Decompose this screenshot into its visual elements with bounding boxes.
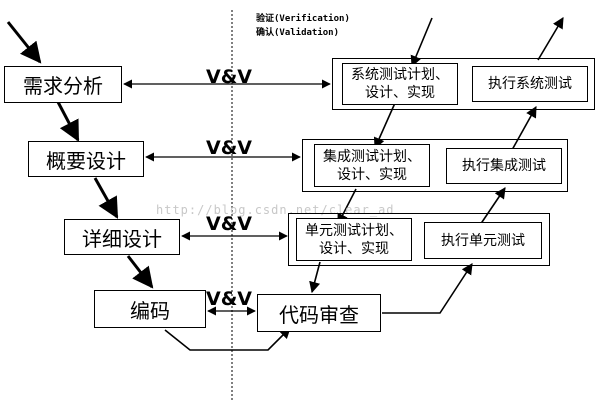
integration-test-exec-box: 执行集成测试 bbox=[446, 148, 562, 184]
detail-design-box: 详细设计 bbox=[64, 219, 180, 255]
arrow-unit-to-integration bbox=[477, 187, 506, 229]
vv-label-integration: V&V bbox=[206, 137, 252, 159]
vv-label-unit: V&V bbox=[206, 213, 252, 235]
arrow-unit-plan-to-review bbox=[309, 261, 321, 294]
arrow-detail-to-coding bbox=[126, 255, 154, 289]
unit-test-exec-box: 执行单元测试 bbox=[424, 222, 542, 259]
overview-design-box: 概要设计 bbox=[28, 141, 144, 177]
verification-label: 验证(Verification) bbox=[256, 14, 350, 24]
requirements-analysis-box: 需求分析 bbox=[4, 66, 122, 103]
integration-test-plan-box: 集成测试计划、设计、实现 bbox=[314, 144, 430, 187]
validation-label: 确认(Validation) bbox=[256, 28, 340, 38]
arrow-review-to-unit-exec bbox=[382, 263, 473, 314]
system-test-plan-box: 系统测试计划、设计、实现 bbox=[342, 63, 458, 105]
system-test-group bbox=[332, 58, 595, 110]
coding-box: 编码 bbox=[94, 290, 206, 328]
entry-arrow bbox=[6, 21, 42, 64]
code-review-box: 代码审查 bbox=[257, 294, 381, 332]
integration-test-group bbox=[302, 139, 568, 192]
arrow-system-plan-to-integration-plan bbox=[373, 102, 396, 150]
system-test-exec-box: 执行系统测试 bbox=[472, 66, 588, 102]
vv-label-system: V&V bbox=[206, 66, 252, 88]
arrow-system-out bbox=[537, 17, 564, 61]
arrow-req-to-overview bbox=[56, 101, 80, 142]
unit-test-plan-box: 单元测试计划、设计、实现 bbox=[296, 218, 412, 261]
arrow-overview-to-detail bbox=[93, 177, 119, 219]
arrow-coding-to-review bbox=[164, 327, 291, 351]
arrow-integration-to-system bbox=[511, 106, 537, 151]
vv-label-coding: V&V bbox=[206, 288, 252, 310]
unit-test-group bbox=[288, 213, 550, 266]
